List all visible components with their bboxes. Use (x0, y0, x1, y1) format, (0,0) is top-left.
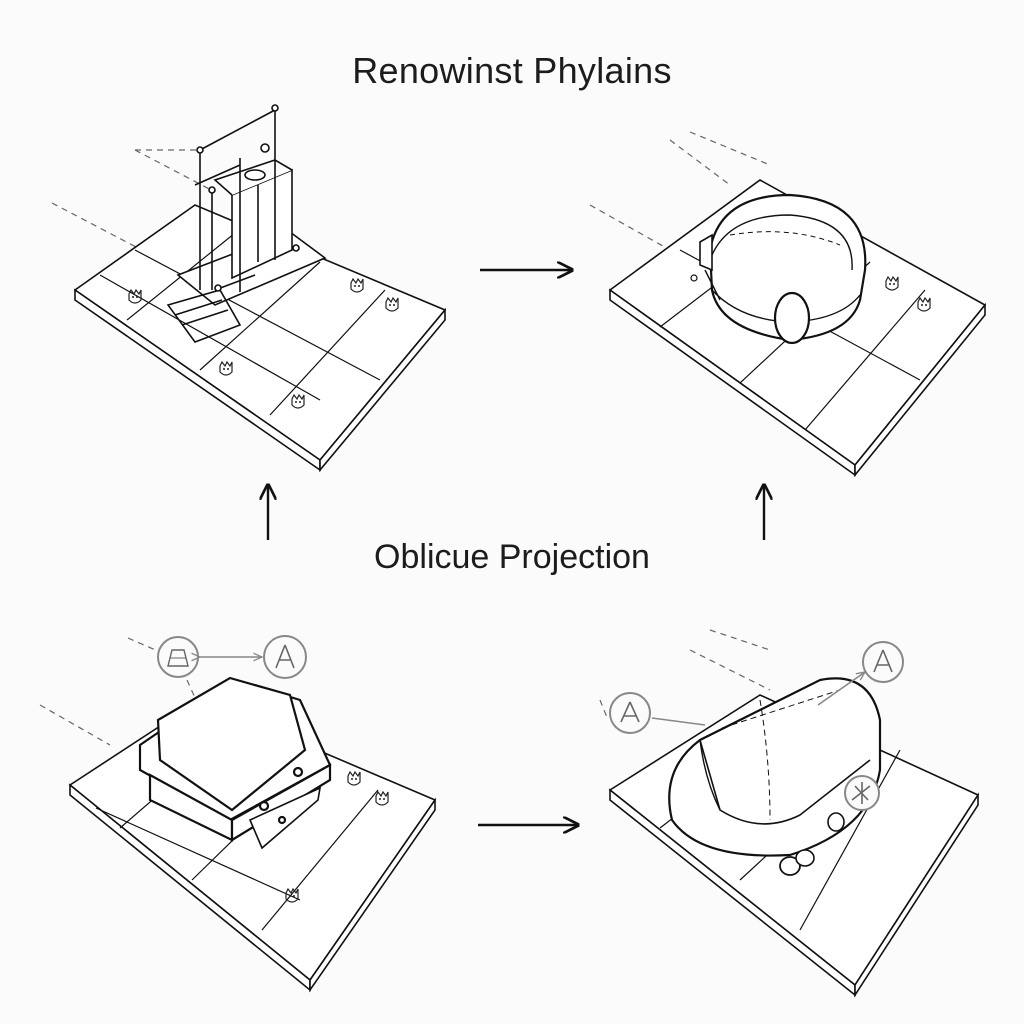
diagram-title: Renowinst Phylains (352, 50, 672, 91)
guide-lines (599, 629, 771, 721)
star-marker-icon (844, 775, 880, 811)
marker-connector (651, 717, 706, 726)
triangle-marker-icon (862, 641, 904, 683)
diagram-subtitle: Oblicue Projection (374, 538, 650, 576)
guide-lines (589, 131, 771, 251)
marker-connector (817, 672, 865, 706)
panel-top-left (51, 104, 447, 473)
triangle-marker-icon (609, 692, 651, 734)
guide-lines (39, 637, 206, 746)
panel-bottom-right (599, 629, 980, 998)
panel-bottom-left (39, 635, 437, 993)
frame-machine (166, 104, 327, 343)
triangle-marker-icon (263, 635, 307, 679)
domed-vehicle (668, 677, 882, 876)
guide-lines (51, 149, 216, 271)
cone-marker-icon (157, 636, 199, 678)
ring-vessel (690, 193, 867, 345)
base-slab (73, 204, 447, 473)
block-housing (138, 676, 332, 850)
panel-top-right (589, 131, 987, 478)
